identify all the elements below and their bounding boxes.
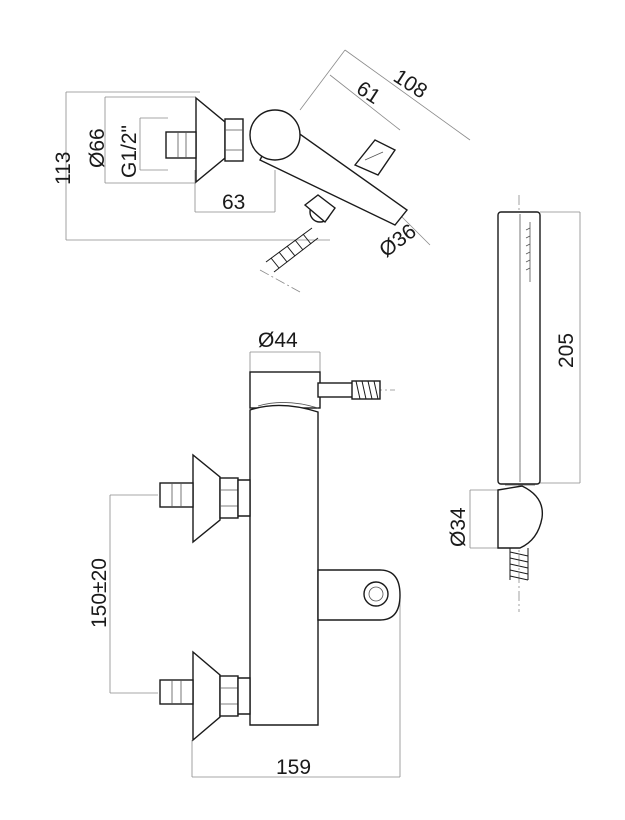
dim-diameter-44: Ø44: [258, 329, 298, 352]
dim-63: 63: [222, 191, 245, 214]
front-view: Ø44 150±20 159: [88, 329, 401, 779]
dim-width-159: 159: [276, 756, 311, 779]
dim-61: 61: [352, 77, 384, 109]
hand-shower-view: 205 Ø34: [447, 195, 581, 612]
dim-diameter-66: Ø66: [86, 128, 109, 168]
dim-holder-diameter-34: Ø34: [447, 507, 470, 547]
top-view: 108 61 113 Ø66 G1/2" 63 Ø36: [52, 49, 471, 293]
dim-108: 108: [389, 65, 431, 103]
dim-thread-g12: G1/2": [118, 125, 141, 178]
dim-length-205: 205: [555, 333, 578, 368]
dim-113: 113: [52, 152, 75, 185]
dim-diameter-36: Ø36: [375, 220, 421, 262]
dim-centers-150: 150±20: [88, 558, 111, 628]
